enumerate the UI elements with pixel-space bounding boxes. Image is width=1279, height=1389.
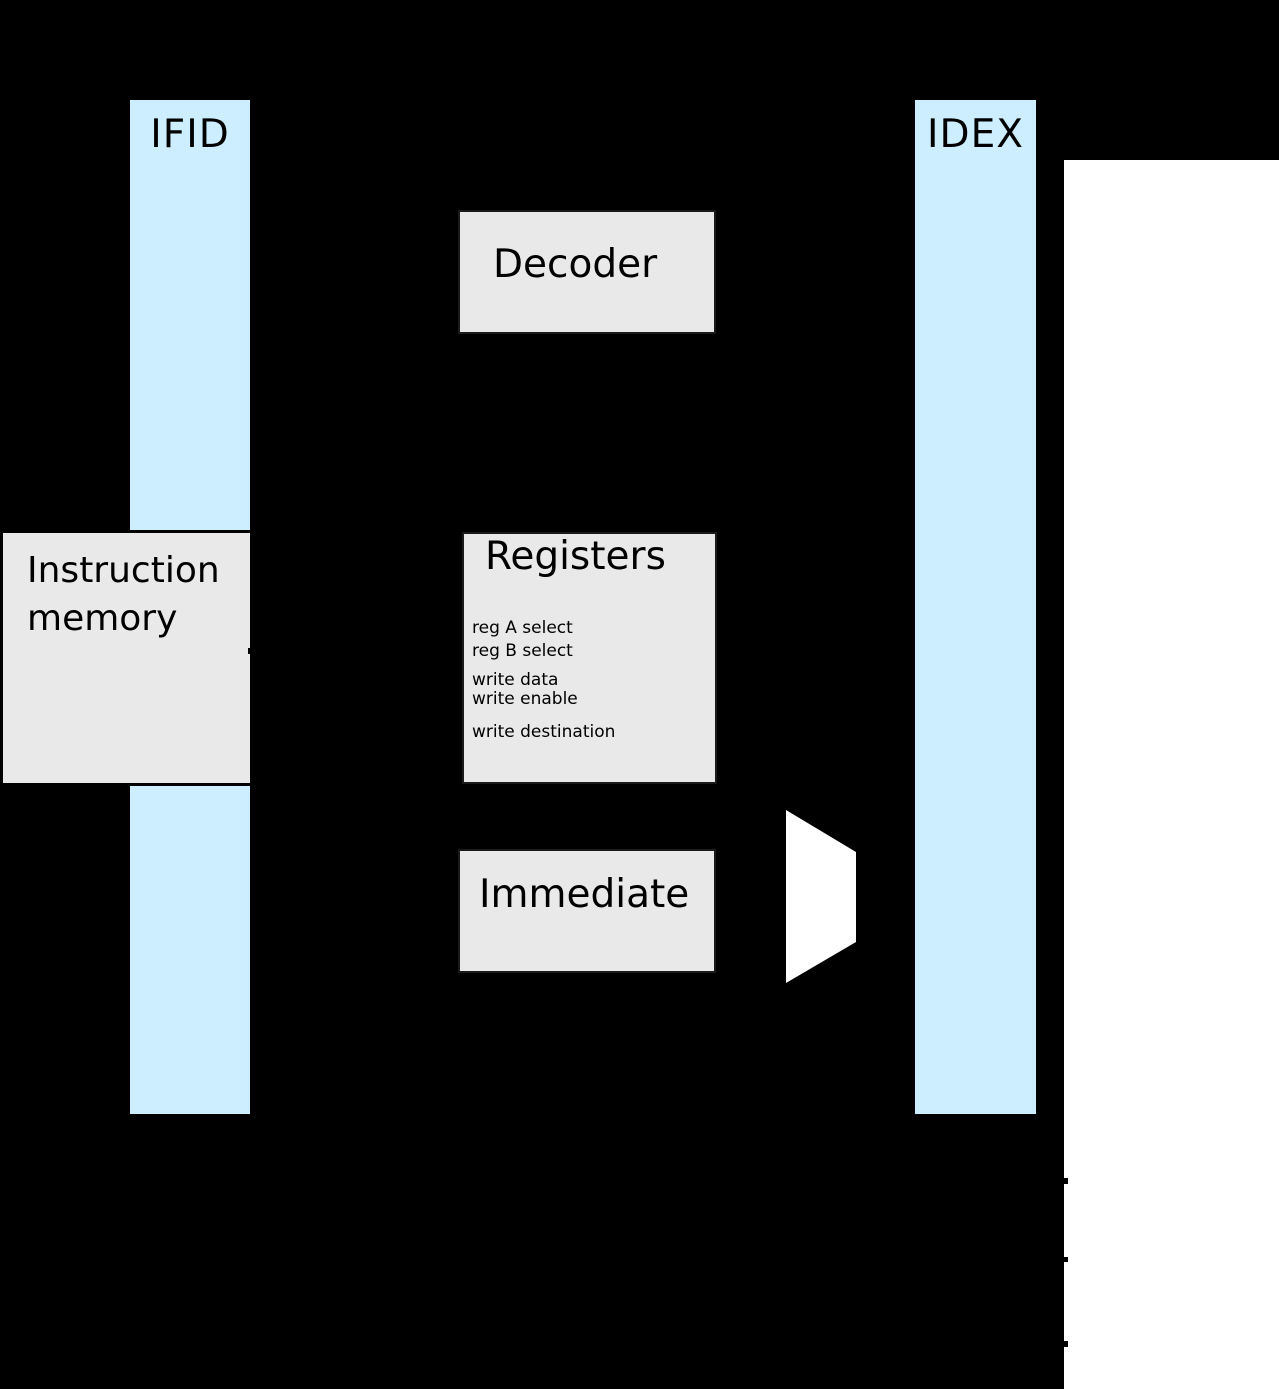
wire-stub-cutout-3 xyxy=(1062,1341,1068,1347)
wire-stub-cutout-1 xyxy=(1062,1178,1068,1184)
block-immediate: Immediate xyxy=(458,849,716,973)
immediate-label: Immediate xyxy=(479,872,690,917)
idex-label: IDEX xyxy=(927,112,1024,157)
mux-trapezoid-shape xyxy=(786,810,856,983)
registers-port-reg-b-select: reg B select xyxy=(472,641,573,661)
wire-stub-instruction-memory-edge xyxy=(248,648,254,654)
instruction-memory-label: Instruction memory xyxy=(27,547,220,643)
cutout-region xyxy=(1064,160,1279,1389)
registers-port-reg-a-select: reg A select xyxy=(472,618,573,638)
registers-title: Registers xyxy=(485,534,666,579)
wire-stub-cutout-2 xyxy=(1062,1257,1068,1262)
ifid-label: IFID xyxy=(150,112,230,157)
registers-port-write-data: write data xyxy=(472,670,559,690)
wire-stub-ifid-edge xyxy=(250,116,254,124)
instruction-memory-label-line2: memory xyxy=(27,598,178,639)
registers-port-write-destination: write destination xyxy=(472,722,616,742)
decoder-label: Decoder xyxy=(493,242,658,287)
block-decoder: Decoder xyxy=(458,210,716,334)
pipeline-register-idex: IDEX xyxy=(913,98,1038,1116)
registers-port-write-enable: write enable xyxy=(472,689,578,709)
instruction-memory-label-line1: Instruction xyxy=(27,550,220,591)
block-instruction-memory: Instruction memory xyxy=(0,530,253,786)
block-registers: Registers reg A select reg B select writ… xyxy=(462,532,717,784)
